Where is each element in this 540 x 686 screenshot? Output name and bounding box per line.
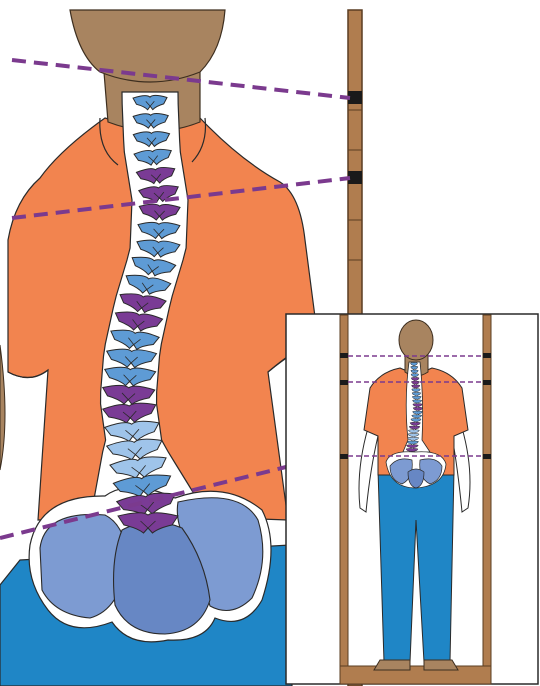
ruler-mark: [348, 171, 362, 184]
inset-floor: [340, 666, 491, 684]
left-arm: [0, 345, 5, 470]
head: [70, 10, 225, 82]
ruler-mark: [348, 91, 362, 104]
inset-right-post: [483, 315, 491, 680]
inset-left-post: [340, 315, 348, 680]
inset-view: [286, 314, 538, 684]
